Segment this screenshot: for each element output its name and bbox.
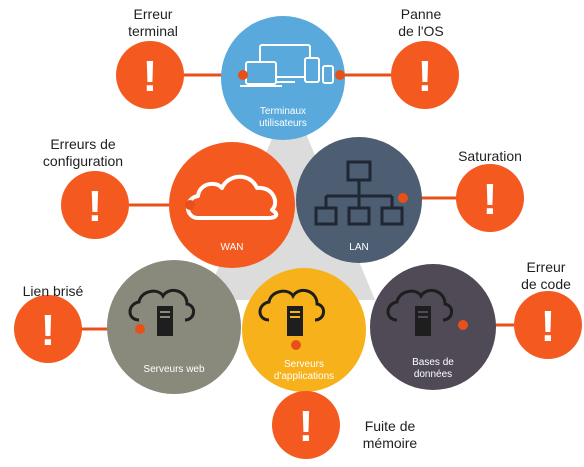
cloud-icon: [185, 174, 279, 220]
alert-exclamation-icon: !: [88, 182, 103, 231]
node-label-lan: LAN: [349, 242, 369, 253]
connector-dot: [398, 193, 408, 203]
connector-dot: [335, 70, 345, 80]
alert-exclamation-icon: !: [41, 306, 56, 355]
connector-dot: [135, 324, 145, 334]
network-topology-icon: [314, 160, 404, 226]
alert-erreur-code: [514, 291, 582, 359]
alert-erreurs-config: [61, 171, 129, 239]
cloud-server-icon: [258, 288, 325, 336]
alert-exclamation-icon: !: [143, 52, 158, 101]
alert-saturation: [456, 164, 524, 232]
connector-dot: [238, 70, 248, 80]
alert-erreur-terminal: [116, 41, 184, 109]
node-serveurs-web: [107, 260, 241, 394]
alert-lien-brise: [14, 295, 82, 363]
issue-label-erreurs-config: Erreurs de configuration: [42, 136, 124, 169]
alert-exclamation-icon: !: [299, 402, 314, 451]
node-label-wan: WAN: [220, 242, 244, 253]
issue-label-fuite-memoire: Fuite de mémoire: [362, 418, 418, 451]
issue-label-erreur-terminal: Erreur terminal: [128, 6, 178, 39]
node-label-serveurs-app: Serveurs d'applications: [273, 359, 335, 382]
alert-fuite-memoire: [272, 391, 340, 459]
devices-icon: [240, 44, 334, 87]
issue-label-saturation: Saturation: [458, 148, 522, 164]
issue-label-lien-brise: Lien brisé: [22, 283, 84, 299]
issue-label-panne-os: Panne de l'OS: [398, 6, 444, 39]
issue-label-erreur-code: Erreur de code: [521, 259, 571, 292]
node-label-bases-donnees: Bases de données: [412, 357, 454, 380]
connector-dot: [291, 340, 301, 350]
connector-dot: [458, 320, 468, 330]
node-label-serveurs-web: Serveurs web: [143, 364, 205, 375]
cloud-server-icon: [128, 288, 195, 336]
alert-panne-os: [391, 41, 459, 109]
node-label-terminaux: Terminaux utilisateurs: [259, 106, 307, 129]
connector-dot: [185, 200, 195, 210]
alert-exclamation-icon: !: [418, 52, 433, 101]
node-serveurs-app: [242, 268, 366, 392]
alert-exclamation-icon: !: [483, 175, 498, 224]
node-wan: [169, 142, 295, 268]
cloud-server-icon: [386, 288, 453, 336]
alert-exclamation-icon: !: [541, 302, 556, 351]
